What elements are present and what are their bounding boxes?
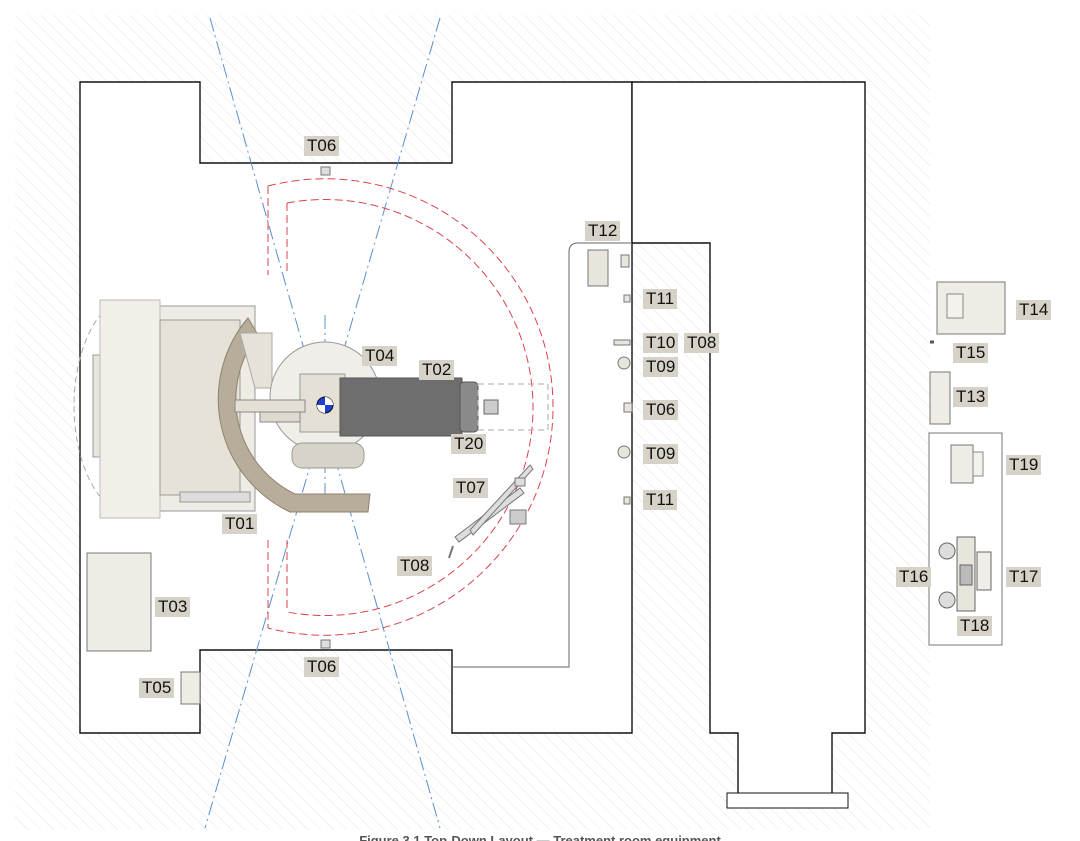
gantry-c-arm [217,317,371,513]
label-t06-top: T06 [304,136,340,156]
figure-caption: Figure 3.1 Top-Down Layout — Treatment r… [359,833,721,841]
label-t02: T02 [419,360,455,380]
door-threshold [726,792,849,809]
camera-icon [320,639,331,649]
label-t16: T16 [896,567,932,587]
label-t05: T05 [139,678,175,698]
cable-duct [452,242,632,668]
label-t20: T20 [451,434,487,454]
label-t15: T15 [953,343,989,363]
label-t09-upper: T09 [643,357,679,377]
label-t01: T01 [222,514,258,534]
control-room-outline [631,81,866,796]
label-t19: T19 [1006,455,1042,475]
wall-devices [587,249,633,505]
monitor-unit [950,444,974,484]
patient-couch [73,299,256,519]
label-t10: T10 [643,333,679,353]
label-t14: T14 [1016,300,1052,320]
label-t06-wall: T06 [643,400,679,420]
floor-marker [448,545,454,559]
pendant-arm [454,464,534,543]
label-t12: T12 [585,221,621,241]
gantry-rotation-arcs [267,178,554,636]
camera-icon [320,166,331,176]
label-t11-lower: T11 [643,490,678,510]
label-t18: T18 [957,616,993,636]
operator-desk [938,536,992,612]
side-unit [929,371,951,425]
label-t11-upper: T11 [643,289,678,309]
label-t08-wall: T08 [684,333,720,353]
label-t03: T03 [155,597,191,617]
imaging-detector [339,377,463,437]
label-t17: T17 [1006,567,1042,587]
label-t06-bottom: T06 [304,657,340,677]
label-t08-floor: T08 [397,556,433,576]
label-t09-lower: T09 [643,444,679,464]
equipment-cabinet [86,552,152,652]
wall-panel [180,671,201,705]
label-t04: T04 [362,346,398,366]
label-t07: T07 [453,478,489,498]
label-t13: T13 [953,387,989,407]
